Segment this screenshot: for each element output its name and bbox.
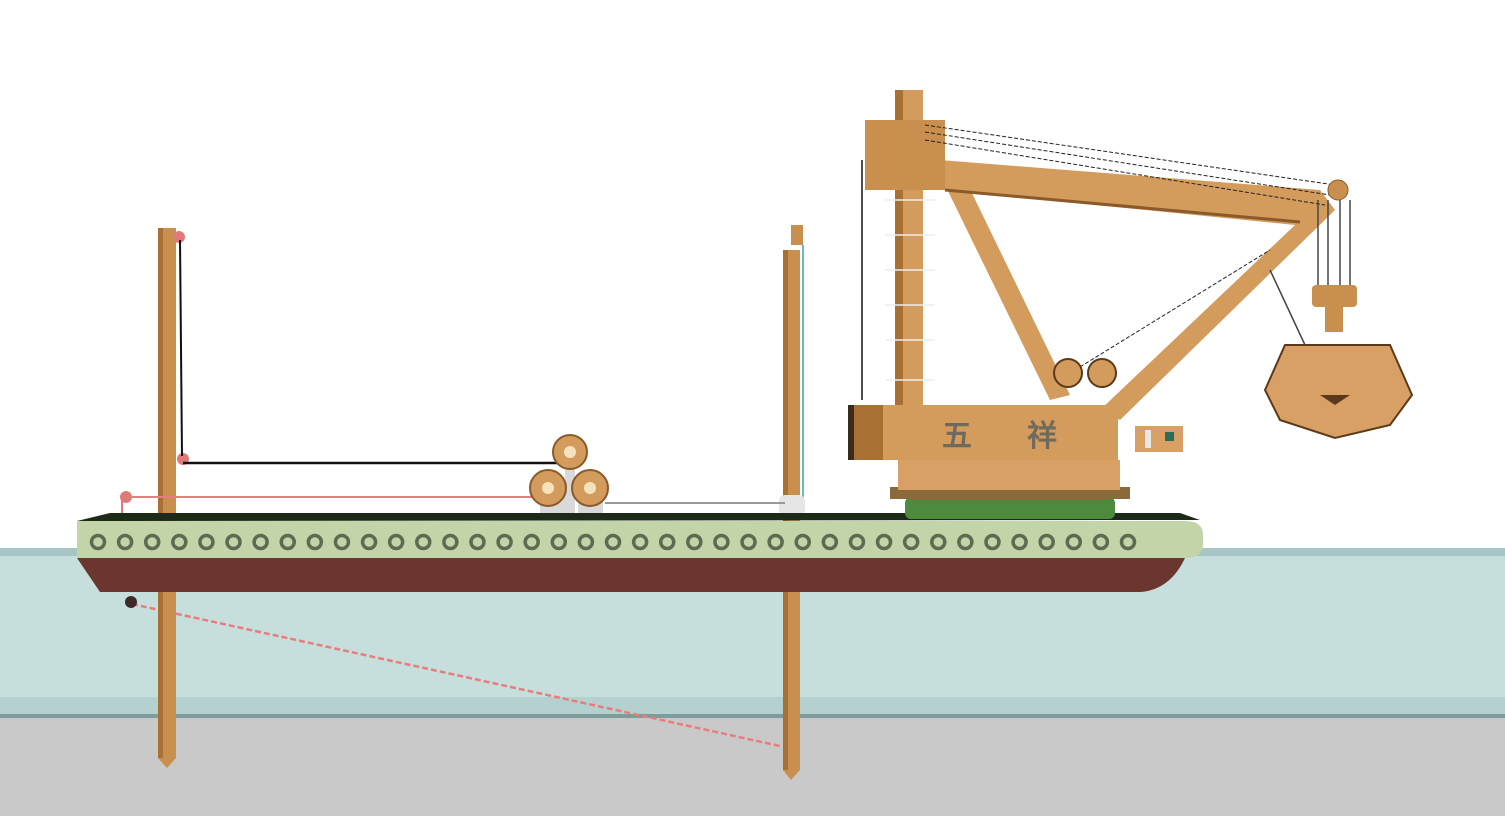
water-lower-band [0, 697, 1505, 715]
turntable [898, 460, 1120, 490]
anchor-cable [131, 602, 781, 748]
boom [940, 160, 1335, 420]
porthole [848, 533, 866, 551]
porthole [469, 533, 486, 551]
porthole [658, 533, 676, 551]
porthole [116, 533, 134, 551]
porthole [360, 533, 378, 551]
porthole [604, 533, 622, 551]
porthole [740, 533, 757, 551]
porthole [387, 533, 405, 551]
right-spud [779, 225, 805, 780]
porthole [821, 533, 839, 551]
porthole [1119, 533, 1137, 551]
porthole [1065, 533, 1083, 551]
porthole [442, 533, 459, 551]
machinery-house [848, 405, 1118, 460]
porthole [930, 533, 947, 551]
porthole [957, 533, 974, 551]
hook-block [1312, 285, 1357, 307]
porthole [252, 533, 269, 551]
porthole [143, 533, 161, 551]
porthole [1038, 533, 1055, 551]
porthole [794, 533, 811, 551]
vessel-name-char-2: 祥 [1027, 419, 1057, 454]
porthole [1092, 533, 1110, 551]
hull-lower-band [77, 558, 1185, 592]
hull-upper-band [77, 521, 1203, 558]
porthole [523, 533, 540, 551]
vessel-name-char-1: 五 [942, 419, 972, 454]
winch-group [529, 434, 609, 517]
hull [77, 513, 1203, 592]
porthole [577, 533, 595, 551]
porthole [875, 533, 893, 551]
porthole [306, 533, 324, 551]
porthole [279, 533, 296, 551]
grab-bucket [1263, 344, 1414, 440]
porthole [496, 533, 513, 551]
anchor-sheave-lower [125, 596, 137, 608]
back-leg [945, 185, 1070, 400]
crane: 五 祥 [848, 90, 1414, 519]
porthole [415, 533, 432, 551]
seabed [0, 718, 1505, 816]
porthole [984, 533, 1001, 551]
portholes [89, 533, 1137, 551]
turntable-base [905, 497, 1115, 519]
porthole [1011, 533, 1028, 551]
seabed-line [0, 714, 1505, 718]
porthole [198, 533, 215, 551]
porthole [902, 533, 920, 551]
porthole [550, 533, 568, 551]
porthole [225, 533, 242, 551]
porthole [686, 533, 703, 551]
porthole [767, 533, 784, 551]
porthole [631, 533, 649, 551]
sky [0, 0, 1505, 548]
porthole [713, 533, 730, 551]
porthole [89, 533, 107, 551]
cabin [1135, 426, 1183, 452]
porthole [171, 533, 188, 551]
porthole [333, 533, 351, 551]
